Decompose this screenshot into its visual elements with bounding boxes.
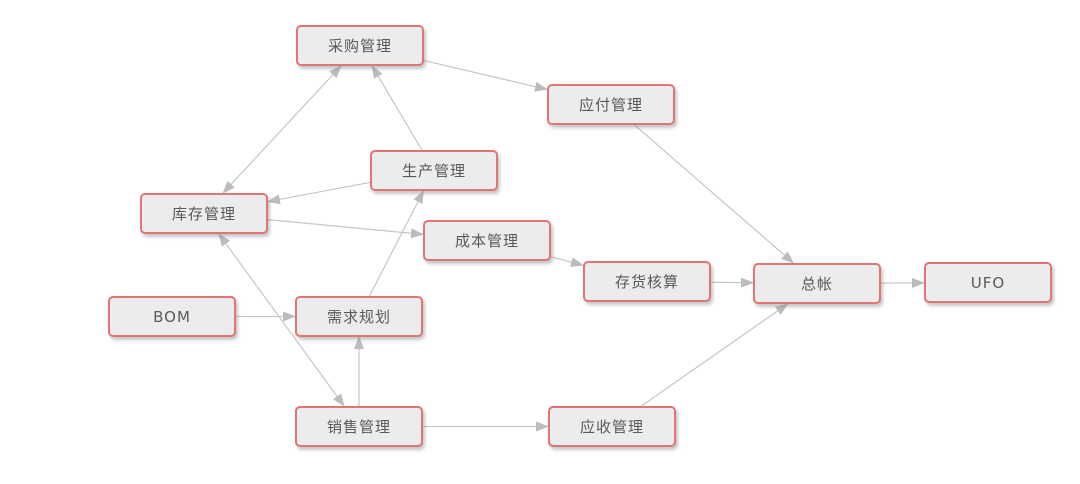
node-label: 库存管理 xyxy=(171,205,236,223)
connector-purchase-to-payable xyxy=(423,59,548,92)
node-label: 需求规划 xyxy=(326,308,391,326)
connector-production-to-inventory xyxy=(267,181,371,205)
node-inventory-accounting: 存货核算 xyxy=(583,261,711,302)
node-sales-management: 销售管理 xyxy=(295,406,423,447)
node-receivable-management: 应收管理 xyxy=(548,406,676,447)
node-payable-management: 应付管理 xyxy=(547,84,675,125)
node-bom: BOM xyxy=(108,296,236,337)
node-label: 生产管理 xyxy=(401,162,466,180)
node-general-ledger: 总帐 xyxy=(753,263,881,304)
connector-production-to-purchase xyxy=(371,65,423,151)
node-ufo: UFO xyxy=(924,262,1052,303)
node-label: 采购管理 xyxy=(327,37,392,55)
node-label: 总帐 xyxy=(800,275,833,293)
node-label: 应收管理 xyxy=(579,418,644,436)
node-inventory-management: 库存管理 xyxy=(140,193,268,234)
connector-inventory-to-cost xyxy=(267,219,424,239)
node-production-management: 生产管理 xyxy=(370,150,498,191)
connector-cost-to-stock-accounting xyxy=(550,256,584,267)
node-demand-planning: 需求规划 xyxy=(295,296,423,337)
node-label: 销售管理 xyxy=(326,418,391,436)
connector-demand-to-production xyxy=(368,190,425,297)
connector-receivable-to-ledger xyxy=(641,303,789,407)
node-label: BOM xyxy=(153,307,191,326)
connector-payable-to-ledger xyxy=(634,124,795,264)
node-label: 成本管理 xyxy=(454,232,519,250)
node-label: UFO xyxy=(970,273,1006,292)
node-cost-management: 成本管理 xyxy=(423,220,551,261)
node-label: 存货核算 xyxy=(614,273,679,291)
node-label: 应付管理 xyxy=(578,96,643,114)
node-purchase-management: 采购管理 xyxy=(296,25,424,66)
connector-inventory-to-purchase xyxy=(222,65,342,194)
